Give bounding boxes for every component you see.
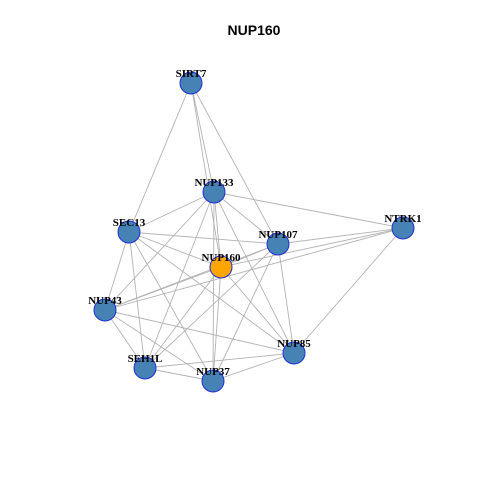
node-label-ntrk1: NTRK1 bbox=[384, 213, 421, 225]
edge-sec13-nup85 bbox=[128, 231, 295, 354]
node-label-nup133: NUP133 bbox=[194, 177, 234, 189]
node-nup133 bbox=[202, 180, 226, 204]
edge-ntrk1-nup85 bbox=[293, 227, 404, 354]
node-nup37 bbox=[201, 369, 225, 393]
edge-nup133-ntrk1 bbox=[213, 191, 404, 229]
edge-nup107-nup85 bbox=[277, 243, 295, 354]
node-seh1l bbox=[133, 356, 157, 380]
edge-nup133-nup160 bbox=[213, 191, 222, 268]
edge-sirt7-nup160 bbox=[190, 82, 222, 268]
edge-nup107-seh1l bbox=[144, 243, 279, 369]
edge-nup43-seh1l bbox=[104, 309, 146, 369]
edge-nup43-nup37 bbox=[104, 309, 214, 382]
edge-nup133-nup85 bbox=[213, 191, 295, 354]
edge-nup133-nup43 bbox=[104, 191, 215, 311]
node-nup107 bbox=[266, 232, 290, 256]
node-label-sec13: SEC13 bbox=[113, 217, 146, 229]
edge-nup133-nup107 bbox=[213, 191, 279, 245]
edge-nup160-nup43 bbox=[104, 266, 222, 311]
node-label-seh1l: SEH1L bbox=[128, 353, 163, 365]
edge-ntrk1-nup43 bbox=[104, 227, 404, 311]
edge-nup107-ntrk1 bbox=[277, 227, 404, 245]
edge-sirt7-nup107 bbox=[190, 82, 279, 245]
edge-sec13-nup107 bbox=[128, 231, 279, 245]
graph-title: NUP160 bbox=[228, 22, 281, 38]
edge-sec13-seh1l bbox=[128, 231, 146, 369]
edge-nup160-nup37 bbox=[212, 266, 222, 382]
node-label-nup85: NUP85 bbox=[277, 338, 311, 350]
edge-seh1l-nup85 bbox=[144, 352, 295, 369]
node-nup160 bbox=[209, 255, 233, 279]
node-nup43 bbox=[93, 298, 117, 322]
edge-sirt7-nup133 bbox=[190, 82, 215, 193]
edge-nup133-sec13 bbox=[128, 191, 215, 233]
edge-nup133-nup37 bbox=[212, 191, 215, 382]
edge-seh1l-nup37 bbox=[144, 367, 214, 382]
node-label-nup37: NUP37 bbox=[196, 366, 230, 378]
node-label-nup160: NUP160 bbox=[201, 252, 241, 264]
node-ntrk1 bbox=[391, 216, 415, 240]
edge-sec13-nup43 bbox=[104, 231, 130, 311]
edge-sec13-nup160 bbox=[128, 231, 222, 268]
node-label-nup107: NUP107 bbox=[258, 229, 298, 241]
node-sirt7 bbox=[179, 71, 203, 95]
node-label-sirt7: SIRT7 bbox=[176, 68, 207, 80]
edge-nup43-nup85 bbox=[104, 309, 295, 354]
node-nup85 bbox=[282, 341, 306, 365]
edge-ntrk1-nup160 bbox=[220, 227, 404, 268]
edge-sirt7-sec13 bbox=[128, 82, 192, 233]
node-label-nup43: NUP43 bbox=[88, 295, 122, 307]
edge-nup37-nup85 bbox=[212, 352, 295, 382]
edge-layer bbox=[104, 82, 404, 382]
node-layer bbox=[93, 71, 415, 393]
edge-nup160-nup85 bbox=[220, 266, 295, 354]
edge-nup107-nup37 bbox=[212, 243, 279, 382]
node-sec13 bbox=[117, 220, 141, 244]
edge-nup133-seh1l bbox=[144, 191, 215, 369]
edge-sec13-nup37 bbox=[128, 231, 214, 382]
edge-nup160-seh1l bbox=[144, 266, 222, 369]
